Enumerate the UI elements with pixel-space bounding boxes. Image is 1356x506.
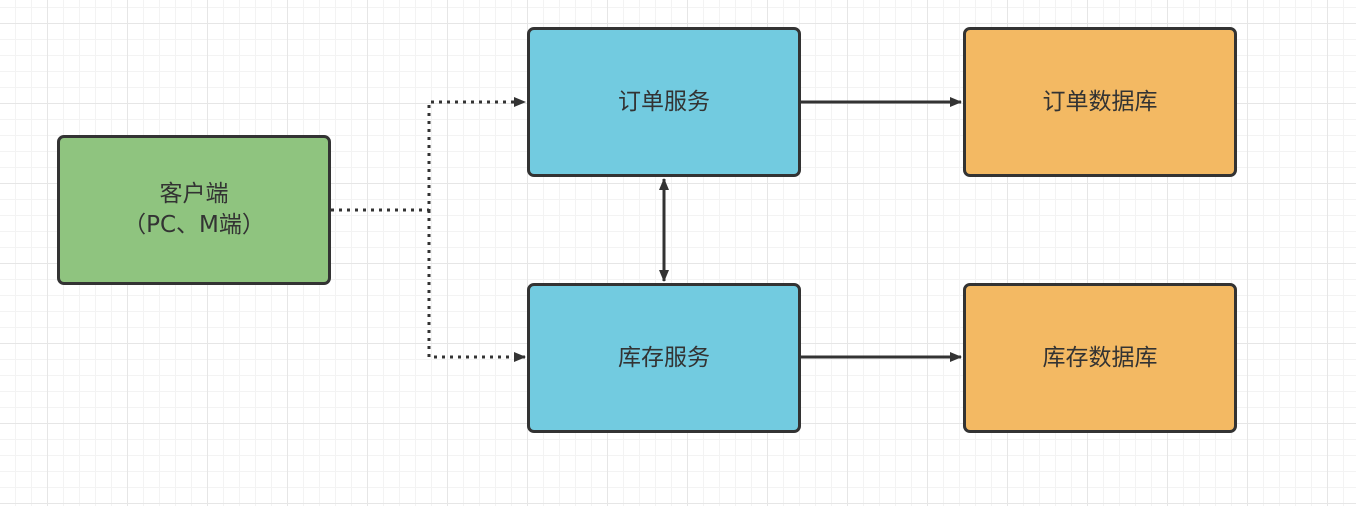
client-label-line2: （PC、M端） — [123, 212, 265, 238]
order-database-node[interactable]: 订单数据库 — [963, 27, 1237, 177]
stock-database-label: 库存数据库 — [1042, 344, 1158, 371]
client-label-line1: 客户端 — [159, 181, 229, 207]
stock-database-node[interactable]: 库存数据库 — [963, 283, 1237, 433]
edge-client-to-order-service — [331, 97, 526, 212]
stock-service-label: 库存服务 — [618, 344, 710, 371]
stock-service-node[interactable]: 库存服务 — [527, 283, 801, 433]
edge-client-to-stock-service — [427, 210, 526, 362]
order-database-label: 订单数据库 — [1042, 88, 1158, 115]
order-service-label: 订单服务 — [618, 88, 710, 115]
client-node[interactable]: 客户端 （PC、M端） — [57, 135, 331, 285]
order-service-node[interactable]: 订单服务 — [527, 27, 801, 177]
